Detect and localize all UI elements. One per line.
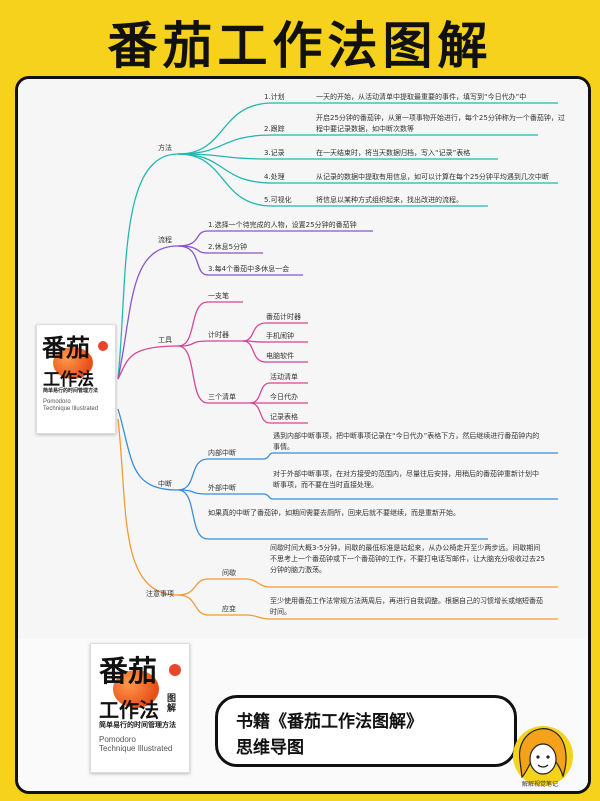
- method-item-1: 1.计划: [264, 93, 285, 101]
- tools-timer: 计时器: [208, 331, 229, 339]
- large-book-title-line2: 工作法: [99, 698, 159, 722]
- connector-process-3: [177, 245, 209, 276]
- book-en2: Technique Illustrated: [43, 406, 99, 412]
- list-item-2: 今日代办: [270, 393, 298, 401]
- tools-lists: 三个清单: [208, 393, 236, 401]
- connector-method-3: [177, 153, 274, 160]
- interrupt-external: 外部中断: [208, 484, 236, 492]
- branch-notes: 注意事项: [146, 590, 174, 598]
- large-book-en1: Pomodoro: [99, 735, 136, 744]
- method-item-4: 4.处理: [264, 173, 285, 181]
- interrupt-external-desc: 对于外部中断事项，在对方接受的范围内，尽量往后安排，用稍后的番茄钟重新计划中断事…: [273, 470, 539, 489]
- connector-method: [117, 153, 179, 380]
- book-title-line2: 工作法: [43, 370, 94, 390]
- connector-tools-lists: [177, 345, 209, 404]
- content-card: 番茄 工作法 简单易行的时间管理方法 Pomodoro Technique Il…: [15, 76, 591, 794]
- timer-item-3: 电脑软件: [266, 352, 294, 360]
- large-book-cover: 番茄 工作法 图解 简单易行的时间管理方法 Pomodoro Technique…: [90, 643, 190, 773]
- list-item-1: 活动清单: [270, 373, 298, 381]
- notes-adapt-desc: 至少使用番茄工作法常规方法两周后，再进行自我调整。根据自己的习惯增长或缩短番茄时…: [270, 597, 543, 616]
- book-en1: Pomodoro: [43, 399, 71, 405]
- branch-method: 方法: [158, 144, 172, 152]
- timer-item-2: 手机闹钟: [266, 332, 294, 340]
- large-book-tujie: 图解: [167, 694, 177, 714]
- tomato-image: [53, 347, 93, 379]
- process-item-2: 2.休息5分钟: [208, 243, 248, 251]
- method-item-2: 2.跟踪: [264, 125, 285, 133]
- interrupt-note: 如果真的中断了番茄钟，如期间需要去厕所，回来后就不要继续，而是重新开始。: [208, 509, 460, 517]
- mind-map: 番茄 工作法 简单易行的时间管理方法 Pomodoro Technique Il…: [18, 79, 588, 639]
- bubble-line1: 书籍《番茄工作法图解》: [236, 712, 423, 732]
- method-desc-4: 从记录的数据中提取有用信息，如可以计算在每个25分钟平均遇到几次中断: [316, 173, 549, 181]
- method-desc-2: 开启25分钟的番茄钟，从第一项事物开始进行，每个25分钟称为一个番茄钟，过程中要…: [316, 114, 565, 133]
- list-item-3: 记录表格: [270, 413, 298, 421]
- process-item-1: 1.选择一个待完成的人物，设置25分钟的番茄钟: [208, 221, 357, 229]
- mind-map-connectors: [117, 102, 558, 620]
- method-item-5: 5.可视化: [264, 196, 292, 204]
- bottom-section: 番茄 工作法 图解 简单易行的时间管理方法 Pomodoro Technique…: [18, 639, 588, 791]
- method-desc-1: 一天的开始，从活动清单中提取最重要的事件，填写到“今日代办”中: [316, 93, 527, 101]
- large-book-title-line1: 番茄: [99, 654, 158, 688]
- avatar-caption: 解解视觉笔记: [522, 781, 559, 788]
- book-title-line1: 番茄: [42, 333, 90, 362]
- tools-pen: 一支笔: [208, 292, 229, 300]
- method-desc-3: 在一天结束时，将当天数据归档，写入“记录”表格: [316, 149, 471, 157]
- book-subtitle: 简单易行的时间管理方法: [43, 388, 99, 394]
- connector-method-5: [177, 153, 274, 207]
- branch-interrupt: 中断: [158, 480, 172, 488]
- connector-process: [117, 245, 179, 380]
- large-book-en2: Technique Illustrated: [99, 744, 173, 753]
- page-title: 番茄工作法图解: [107, 17, 493, 75]
- book-badge: [98, 341, 108, 351]
- large-tomato-image: [113, 670, 159, 708]
- connector-tools-pen: [177, 301, 209, 347]
- connector-notes: [117, 418, 179, 596]
- connector-method-1: [177, 102, 274, 155]
- avatar-icon: [513, 726, 573, 786]
- notes-interval-desc: 间歇时间大概3-5分钟，间歇的最低标准是站起来，从办公椅走开至少两步远。间歇期间…: [270, 544, 545, 574]
- connector-interrupt: [117, 408, 179, 491]
- interrupt-internal: 内部中断: [208, 449, 236, 457]
- large-book-badge: [169, 664, 181, 676]
- method-item-3: 3.记录: [264, 149, 285, 157]
- avatar: 解解视觉笔记: [508, 721, 578, 791]
- branch-process: 流程: [158, 236, 172, 244]
- connector-tools-timer: [177, 340, 209, 347]
- speech-bubble: 书籍《番茄工作法图解》 思维导图: [215, 695, 517, 767]
- notes-interval: 间歇: [222, 569, 236, 577]
- notes-adapt: 应变: [222, 605, 236, 613]
- timer-item-1: 番茄计时器: [266, 313, 301, 321]
- large-book-subtitle: 简单易行的时间管理方法: [99, 721, 176, 729]
- connector-process-1: [177, 230, 209, 247]
- process-item-3: 3.每4个番茄中多休息一会: [208, 265, 290, 273]
- method-desc-5: 将信息以某种方式组织起来，找出改进的流程。: [316, 196, 463, 204]
- branch-tools: 工具: [158, 336, 172, 344]
- connector-tools: [117, 345, 179, 380]
- connector-method-2: [177, 134, 274, 155]
- bubble-line2: 思维导图: [236, 738, 304, 758]
- interrupt-internal-desc: 遇到内部中断事项，把中断事项记录在“今日代办”表格下方，然后继续进行番茄钟内的事…: [273, 432, 540, 451]
- center-book-cover: 番茄 工作法 简单易行的时间管理方法 Pomodoro Technique Il…: [36, 324, 116, 434]
